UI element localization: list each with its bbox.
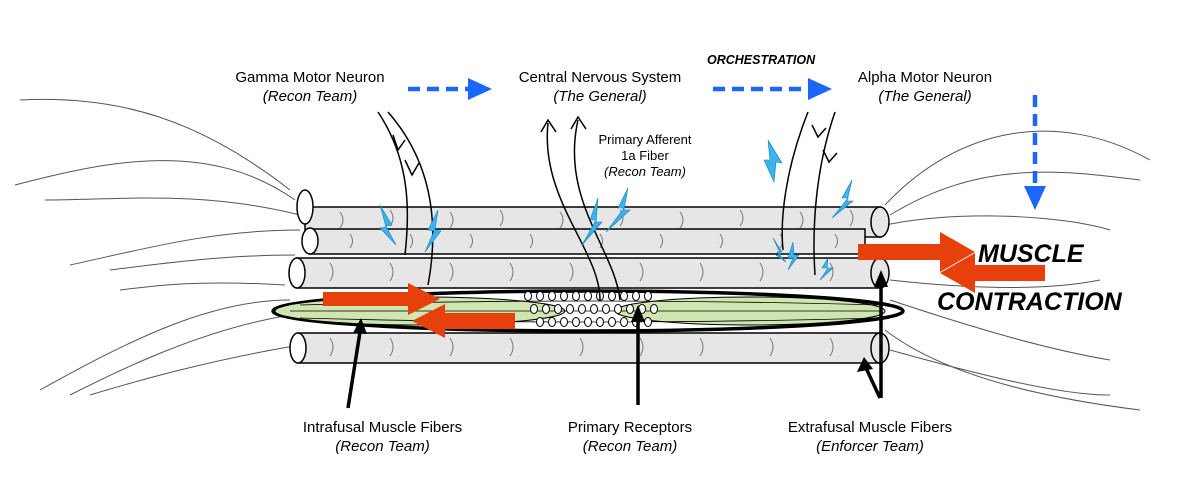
intrafusal-role: (Recon Team)	[335, 438, 430, 455]
afferent-line1: Primary Afferent	[598, 132, 692, 147]
alpha-motor-neuron-label: Alpha Motor Neuron (The General)	[830, 68, 1020, 106]
extrafusal-name: Extrafusal Muscle Fibers	[787, 419, 953, 436]
intrafusal-fibers-label: Intrafusal Muscle Fibers (Recon Team)	[270, 418, 495, 456]
receptors-name: Primary Receptors	[567, 419, 693, 436]
gamma-role: (Recon Team)	[262, 88, 358, 105]
primary-afferent-label: Primary Afferent 1a Fiber (Recon Team)	[585, 132, 705, 180]
muscle-contraction-arrows	[858, 232, 1045, 293]
gamma-name: Gamma Motor Neuron	[235, 69, 385, 86]
extrafusal-fibers	[288, 189, 890, 364]
afferent-fiber-lines	[540, 115, 621, 301]
alpha-nerve-lines	[781, 111, 838, 276]
flow-arrowheads	[468, 78, 1046, 210]
extrafusal-role: (Enforcer Team)	[816, 438, 924, 455]
label-pointer-arrows	[346, 285, 883, 409]
primary-receptor-coils	[524, 291, 658, 327]
left-tendon	[14, 98, 301, 396]
intrafusal-name: Intrafusal Muscle Fibers	[302, 419, 463, 436]
label-pointer-arrowheads	[353, 270, 888, 372]
cns-role: (The General)	[553, 88, 647, 105]
flow-arrows	[408, 86, 1038, 188]
gamma-motor-neuron-label: Gamma Motor Neuron (Recon Team)	[210, 68, 410, 106]
afferent-line2: 1a Fiber	[621, 148, 669, 163]
receptors-role: (Recon Team)	[582, 438, 678, 455]
afferent-line3: (Recon Team)	[604, 164, 686, 179]
orchestration-label: ORCHESTRATION	[707, 53, 816, 67]
primary-receptors-label: Primary Receptors (Recon Team)	[530, 418, 730, 456]
gamma-nerve-lines	[377, 111, 434, 286]
lightning-icon	[379, 139, 854, 281]
contraction-label: CONTRACTION	[937, 288, 1122, 316]
intrafusal-contraction-arrows	[323, 283, 515, 338]
right-tendon	[884, 130, 1151, 411]
central-nervous-system-label: Central Nervous System (The General)	[490, 68, 710, 106]
alpha-name: Alpha Motor Neuron	[857, 69, 993, 86]
muscle-label: MUSCLE	[978, 240, 1084, 268]
extrafusal-fibers-label: Extrafusal Muscle Fibers (Enforcer Team)	[755, 418, 985, 456]
alpha-role: (The General)	[878, 88, 972, 105]
cns-name: Central Nervous System	[518, 69, 682, 86]
